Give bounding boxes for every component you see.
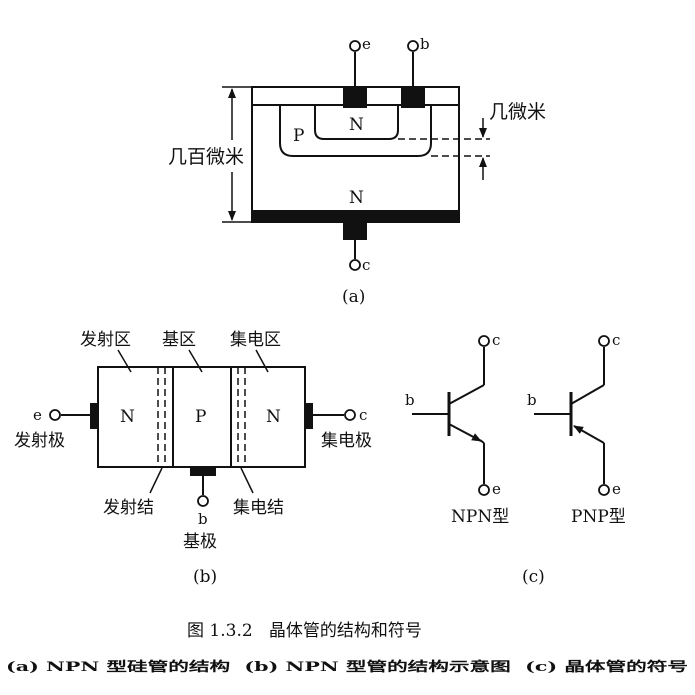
emitter-terminal-label: e: [33, 406, 42, 424]
panel-b-label: (b): [193, 567, 217, 587]
base-contact: [190, 467, 216, 476]
npn-emitter-circle: [478, 484, 490, 496]
panel-b: N P N 发射区 基区 集电区 e 发射极 c 集电极 b 基极 发射结 集电…: [14, 330, 372, 587]
pnp-c-label: c: [612, 331, 620, 349]
npn-c-label: c: [492, 331, 500, 349]
n-emitter-region: [314, 106, 399, 140]
pnp-e-label: e: [612, 480, 621, 498]
base-terminal-label: b: [198, 510, 208, 528]
figure-subtitle: (a) NPN 型硅管的结构 (b) NPN 型管的结构示意图 (c) 晶体管的…: [6, 659, 688, 675]
pnp-symbol: c e b PNP型: [527, 331, 626, 527]
region-p-label: P: [195, 407, 206, 427]
base-terminal-circle: [407, 40, 419, 52]
emitter-electrode-label: 发射极: [14, 431, 65, 451]
collector-metal-layer: [252, 210, 459, 222]
base-width-label: 几微米: [489, 101, 546, 123]
collector-terminal-label: c: [359, 406, 367, 424]
region-n-emitter-label: N: [349, 115, 364, 135]
npn-type-label: NPN型: [451, 507, 509, 527]
collector-junction-pointer: [240, 467, 254, 494]
panel-c-label: (c): [522, 567, 545, 587]
npn-emitter-join: [479, 439, 485, 444]
npn-b-label: b: [405, 391, 415, 409]
panel-a-label: (a): [342, 287, 365, 307]
emitter-region-label: 发射区: [80, 330, 131, 350]
region-p-base-label: P: [293, 126, 304, 146]
emitter-pad: [343, 88, 367, 108]
npn-emitter-diag: [448, 423, 482, 442]
pnp-emitter-diag: [573, 425, 605, 444]
pnp-collector-circle: [598, 335, 610, 347]
emitter-junction-pointer: [149, 467, 163, 494]
emitter-junction-label: 发射结: [103, 498, 154, 518]
base-pad: [401, 88, 425, 108]
base-region-pointer: [188, 349, 203, 373]
pnp-emitter-circle: [598, 484, 610, 496]
npn-collector-circle: [478, 335, 490, 347]
emitter-terminal-circle: [349, 40, 361, 52]
collector-pad: [343, 222, 367, 240]
collector-electrode-circle: [344, 409, 356, 421]
collector-region-label: 集电区: [230, 330, 281, 350]
terminal-b-label: b: [420, 35, 430, 53]
npn-symbol: c e b NPN型: [405, 331, 509, 527]
emitter-region-pointer: [117, 349, 132, 373]
pnp-b-label: b: [527, 391, 537, 409]
npn-collector-diag: [448, 384, 485, 405]
region-n-right-label: N: [266, 407, 281, 427]
npn-e-label: e: [492, 480, 501, 498]
region-n-left-label: N: [120, 407, 135, 427]
emitter-contact: [90, 403, 98, 429]
panel-a: e b c N P N 几百微米 几微米 (a): [168, 35, 546, 307]
collector-contact: [305, 403, 313, 429]
pnp-type-label: PNP型: [571, 507, 626, 527]
region-n-collector-label: N: [349, 188, 364, 208]
collector-junction-label: 集电结: [233, 498, 284, 518]
base-electrode-circle: [197, 495, 209, 507]
p-base-region: [279, 106, 432, 157]
collector-electrode-label: 集电极: [321, 431, 372, 451]
terminal-e-label: e: [362, 35, 371, 53]
collector-terminal-circle: [349, 259, 361, 271]
base-electrode-label: 基极: [183, 532, 217, 552]
emitter-electrode-circle: [49, 409, 61, 421]
base-region-label: 基区: [162, 330, 196, 350]
thickness-label: 几百微米: [168, 146, 244, 168]
pnp-collector-diag: [570, 384, 605, 405]
panel-c: c e b NPN型 c e b PNP型 (c): [405, 331, 626, 587]
terminal-c-label: c: [362, 256, 370, 274]
figure-title: 图 1.3.2 晶体管的结构和符号: [187, 621, 422, 641]
collector-region-pointer: [255, 349, 269, 373]
